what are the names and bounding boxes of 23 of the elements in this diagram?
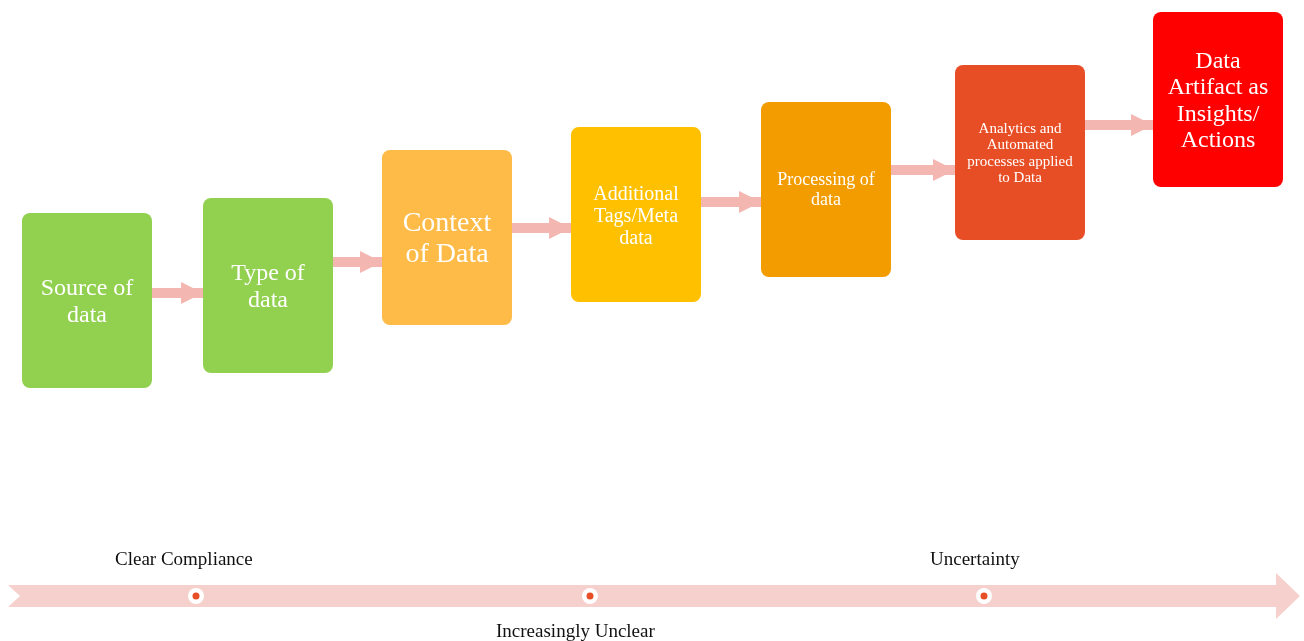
axis-label: Clear Compliance [115, 548, 253, 570]
process-box [761, 102, 891, 277]
arrow [512, 217, 571, 239]
box-label: Context of Data [401, 206, 493, 269]
process-box [1153, 12, 1283, 187]
process-box [955, 65, 1085, 240]
arrow [1085, 114, 1153, 136]
box-label: Additional Tags/Meta data [592, 181, 680, 248]
process-box [22, 213, 152, 388]
box-label: Data Artifact as Insights/ Actions [1166, 46, 1270, 153]
arrow [152, 282, 203, 304]
box-label: Type of data [230, 259, 306, 312]
axis-label: Increasingly Unclear [496, 620, 655, 641]
arrow [333, 251, 382, 273]
box-label: Source of data [39, 274, 135, 327]
arrow [701, 191, 761, 213]
box-label: Analytics and Automated processes applied to Data [966, 119, 1074, 186]
process-box [382, 150, 512, 325]
process-box [571, 127, 701, 302]
axis-label: Uncertainty [930, 548, 1020, 570]
arrow [891, 159, 955, 181]
box-label: Processing of data [776, 169, 876, 210]
process-box [203, 198, 333, 373]
